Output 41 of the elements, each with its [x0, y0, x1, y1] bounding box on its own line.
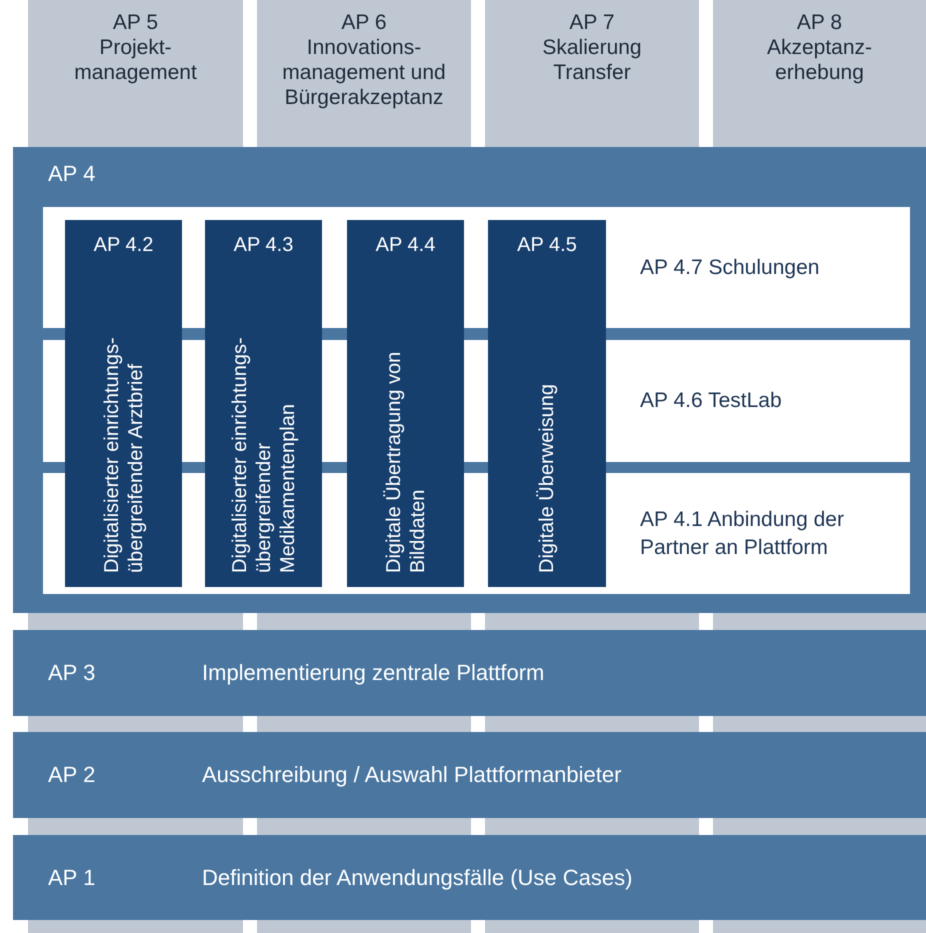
package-number: AP 4.5 — [516, 234, 578, 257]
package-title: Digitale Übertragung von Bilddaten — [382, 350, 430, 573]
sub-package-band — [606, 340, 910, 462]
package-title: Innovations- management und Bürgerakzeptanz — [281, 35, 447, 110]
package-number: AP 6 — [340, 10, 388, 35]
package-number: AP 1 — [48, 864, 96, 890]
package-title: AP 4.6 TestLab — [640, 388, 783, 414]
work-package-band — [13, 835, 926, 920]
package-title: Digitalisierter einrichtungs- übergreifender Arztbrief — [100, 336, 148, 573]
sub-package-band — [606, 473, 910, 594]
work-package-band — [13, 630, 926, 716]
package-title: Projekt- management — [73, 35, 198, 85]
work-package-column — [28, 0, 243, 147]
package-title: Definition der Anwendungsfälle (Use Cases) — [202, 864, 632, 890]
package-number: AP 2 — [48, 762, 96, 788]
package-title: AP 4.7 Schulungen — [640, 254, 820, 280]
package-title: Implementierung zentrale Plattform — [202, 660, 544, 686]
work-package-column — [713, 0, 926, 147]
package-title: Ausschreibung / Auswahl Plattformanbieter — [202, 762, 622, 788]
sub-package-column — [205, 220, 322, 587]
package-number: AP 4.4 — [374, 234, 436, 257]
package-title: Akzeptanz- erhebung — [766, 35, 874, 85]
package-number: AP 8 — [796, 10, 844, 35]
work-package-column — [485, 0, 699, 147]
work-package-column — [257, 0, 471, 147]
sub-package-column — [65, 220, 182, 587]
package-number: AP 5 — [112, 10, 160, 35]
sub-package-band — [606, 207, 910, 328]
package-number: AP 4 — [48, 161, 96, 187]
sub-package-column — [488, 220, 606, 587]
package-number: AP 3 — [48, 660, 96, 686]
package-number: AP 7 — [568, 10, 616, 35]
package-title: Skalierung Transfer — [541, 35, 643, 85]
sub-package-column — [347, 220, 464, 587]
package-title: Digitale Überweisung — [535, 384, 559, 573]
work-package-band — [13, 732, 926, 818]
package-number: AP 4.2 — [92, 234, 154, 257]
package-title: AP 4.1 Anbindung der Partner an Plattform — [640, 506, 845, 560]
package-number: AP 4.3 — [232, 234, 294, 257]
package-title: Digitalisierter einrichtungs- übergreifender Medikamentenplan — [228, 336, 300, 573]
work-package-panel — [13, 147, 926, 613]
